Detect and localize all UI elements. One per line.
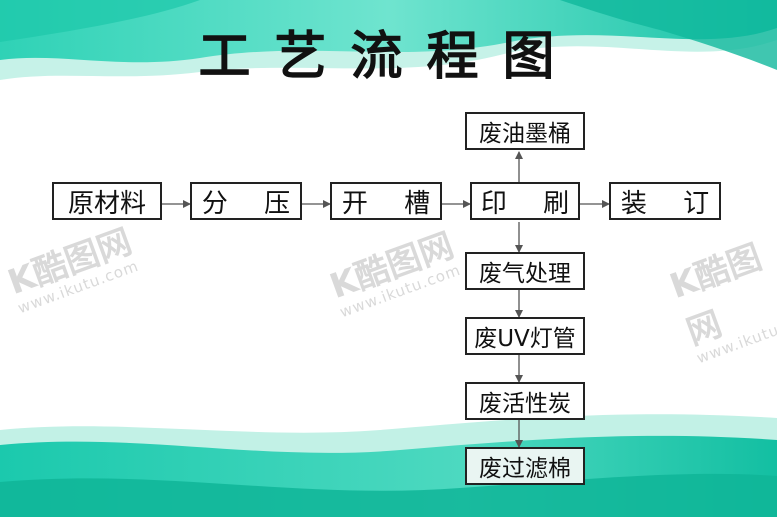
- waste-activated-carbon: 废活性炭: [465, 382, 585, 420]
- waste-gas-treatment: 废气处理: [465, 252, 585, 290]
- top-wave-dark: [560, 0, 777, 70]
- waste-filter-cotton: 废过滤棉: [465, 447, 585, 485]
- step-grooving: 开 槽: [330, 182, 442, 220]
- top-wave-left: [0, 0, 200, 42]
- page-title: 工艺流程图: [198, 27, 579, 87]
- waste-ink-bucket: 废油墨桶: [465, 112, 585, 150]
- step-printing: 印 刷: [470, 182, 580, 220]
- waste-uv-lamp: 废UV灯管: [465, 317, 585, 355]
- top-wave-mid: [0, 0, 777, 63]
- step-binding: 装 订: [609, 182, 721, 220]
- step-slitting: 分 压: [190, 182, 302, 220]
- step-raw-material: 原材料: [52, 182, 162, 220]
